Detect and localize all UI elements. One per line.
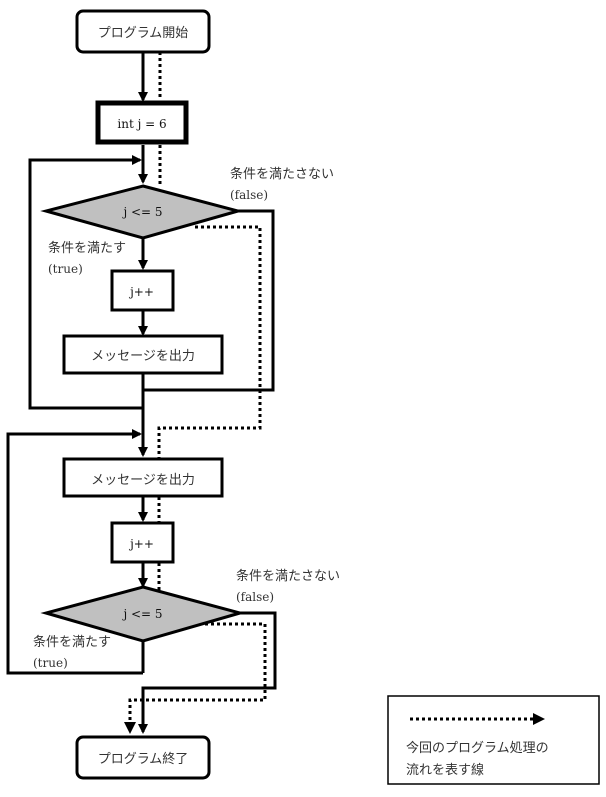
dotted-cond2-false	[128, 622, 267, 724]
end-node: プログラム終了	[75, 735, 211, 780]
start-label: プログラム開始	[98, 26, 189, 41]
cond2-true-label-en: (true)	[33, 656, 68, 670]
decision-2-label: j <= 5	[121, 607, 162, 621]
legend-text-line-1: 今回のプログラム処理の	[406, 740, 549, 756]
decision-1-label: j <= 5	[121, 205, 162, 219]
increment-2-label: j++	[128, 537, 154, 551]
start-node: プログラム開始	[75, 9, 211, 54]
dotted-cond1-false	[157, 225, 262, 458]
init-label: int j = 6	[117, 117, 166, 131]
dotted-arrowhead-end	[124, 722, 136, 734]
cond1-false-label-en: (false)	[230, 188, 268, 202]
print-node-1: メッセージを出力	[62, 334, 224, 375]
cond2-false-label-jp: 条件を満たさない	[236, 568, 340, 584]
increment-1-label: j++	[128, 285, 154, 299]
cond1-true-label-jp: 条件を満たす	[48, 240, 126, 256]
cond2-true-label-jp: 条件を満たす	[33, 634, 111, 650]
cond1-false-label-jp: 条件を満たさない	[230, 166, 334, 182]
legend-arrowhead-icon	[533, 713, 545, 725]
increment-node-2: j++	[110, 521, 175, 564]
end-label: プログラム終了	[98, 751, 189, 767]
init-node: int j = 6	[95, 100, 189, 145]
solid-flow-lines	[6, 52, 277, 734]
legend-text-line-2: 流れを表す線	[406, 762, 484, 778]
print-node-2: メッセージを出力	[62, 457, 224, 498]
print-1-label: メッセージを出力	[91, 349, 195, 364]
print-2-label: メッセージを出力	[91, 473, 195, 488]
loop-back-2	[6, 429, 143, 675]
cond1-false-line	[143, 209, 275, 392]
increment-node-1: j++	[110, 269, 175, 312]
cond2-false-line	[138, 611, 277, 734]
dotted-flow-lines	[128, 52, 267, 724]
legend: 今回のプログラム処理の 流れを表す線	[387, 695, 600, 785]
cond2-false-label-en: (false)	[236, 590, 274, 604]
decision-node-2: j <= 5	[40, 585, 246, 643]
loop-back-1	[28, 155, 143, 410]
decision-node-1: j <= 5	[40, 184, 244, 240]
cond1-true-label-en: (true)	[48, 262, 83, 276]
